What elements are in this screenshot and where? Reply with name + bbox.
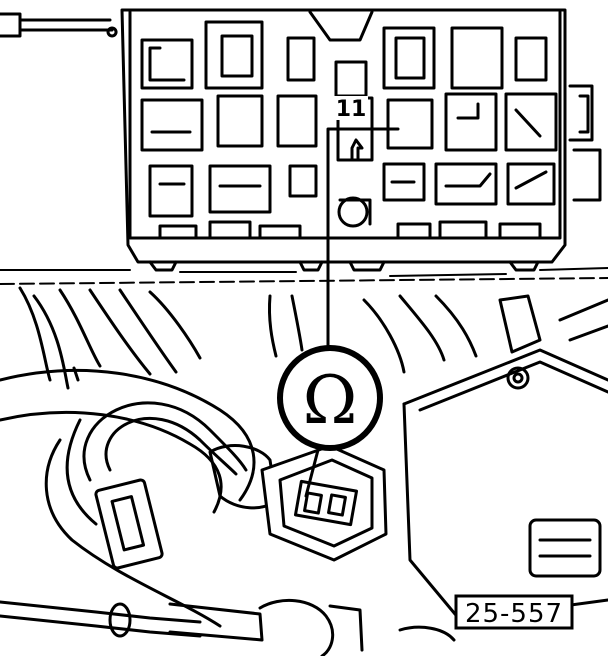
figure-reference-label: 25-557 — [465, 599, 563, 629]
figure-reference-box — [454, 594, 574, 630]
terminal-label-bg — [334, 96, 368, 120]
ohmmeter: Ω — [277, 345, 383, 451]
wiring-harness — [18, 286, 478, 390]
figure-reference: 25-557 — [454, 594, 574, 630]
ohm-symbol: Ω — [303, 362, 358, 439]
sensor-cable — [82, 401, 248, 570]
sensor-connector — [208, 444, 388, 562]
test-lead — [304, 127, 400, 498]
lower-pipes — [0, 598, 456, 656]
body-edge-dashed — [0, 277, 608, 285]
relay-panel — [0, 8, 602, 272]
ohmmeter-dial — [277, 345, 383, 451]
terminal-label: 11 — [336, 97, 367, 122]
engine-components-right — [402, 294, 608, 622]
body-edge — [0, 267, 608, 277]
